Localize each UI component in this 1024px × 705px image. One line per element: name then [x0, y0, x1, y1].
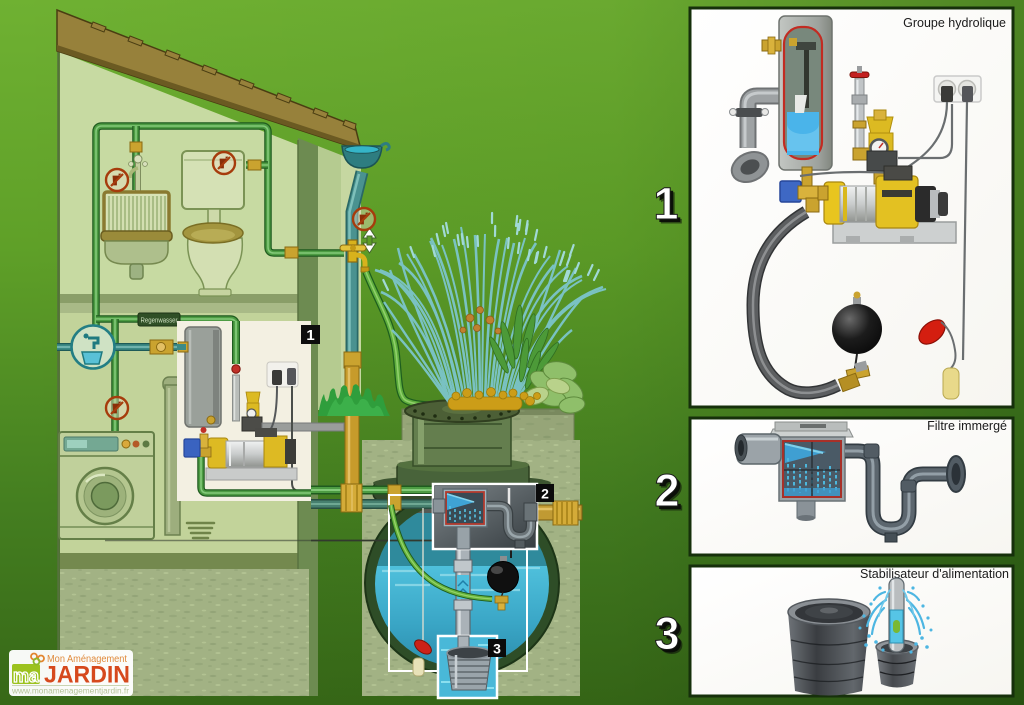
svg-text:1: 1	[658, 183, 683, 234]
svg-text:Filtre immergé: Filtre immergé	[927, 419, 1007, 433]
svg-text:Regenwasser: Regenwasser	[141, 318, 179, 325]
svg-text:Stabilisateur d'alimentation: Stabilisateur d'alimentation	[860, 567, 1009, 581]
svg-text:3: 3	[657, 611, 682, 662]
svg-text:www.monamenagementjardin.fr: www.monamenagementjardin.fr	[11, 687, 129, 696]
svg-text:2: 2	[659, 470, 684, 521]
svg-text:3: 3	[654, 608, 679, 659]
svg-text:Groupe hydrolique: Groupe hydrolique	[903, 16, 1006, 30]
svg-text:1: 1	[653, 178, 678, 229]
svg-text:3: 3	[493, 641, 501, 657]
svg-text:Mon Aménagement: Mon Aménagement	[47, 654, 127, 665]
svg-text:2: 2	[657, 468, 682, 519]
svg-text:2: 2	[654, 465, 679, 516]
svg-text:JARDIN: JARDIN	[44, 662, 130, 689]
svg-text:3: 3	[659, 613, 684, 664]
svg-text:1: 1	[306, 327, 314, 344]
svg-text:2: 2	[541, 486, 549, 502]
svg-text:1: 1	[656, 181, 681, 232]
svg-text:ma: ma	[13, 666, 40, 686]
